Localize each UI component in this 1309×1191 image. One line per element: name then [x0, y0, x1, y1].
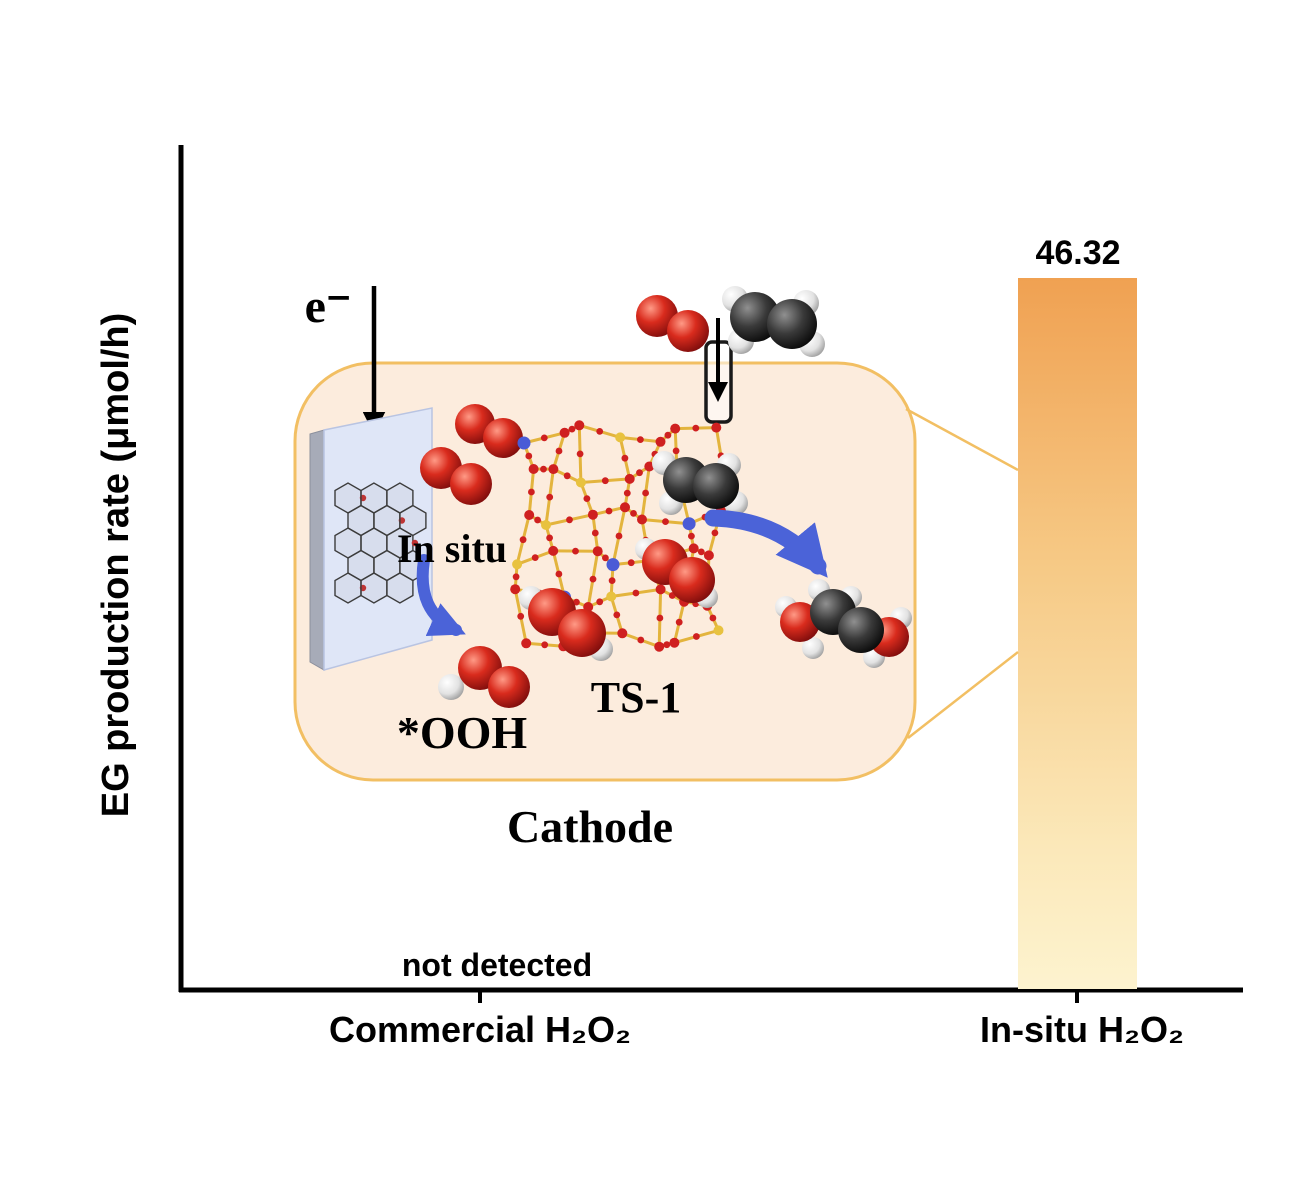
cathode-label: Cathode [507, 801, 673, 852]
electron-label: e⁻ [305, 280, 352, 333]
o2-molecule-b [420, 447, 492, 505]
in-situ-label: In situ [397, 526, 507, 571]
o2-molecule-top [636, 295, 709, 352]
h2o2-molecule-left [519, 586, 613, 661]
bar-value-label: 46.32 [1035, 234, 1120, 272]
x-label-commercial: Commercial H₂O₂ [329, 1009, 631, 1050]
bar-insitu-h2o2 [1018, 278, 1137, 989]
h2o2-molecule-right [635, 538, 718, 608]
ethylene-molecule-top [722, 286, 825, 357]
feed-tube-icon [704, 318, 733, 424]
ethylene-molecule-mid [652, 451, 748, 515]
o2-molecule-a [455, 404, 523, 458]
product-arrow [704, 509, 828, 578]
graphene-lattice-icon [334, 482, 427, 604]
callout-line-bottom [907, 651, 1019, 739]
not-detected-label: not detected [402, 947, 592, 983]
x-label-insitu: In-situ H₂O₂ [980, 1009, 1184, 1050]
y-axis-label: EG production rate (μmol/h) [95, 313, 137, 818]
ooh-molecule [438, 646, 530, 708]
cathode-electrode [309, 407, 433, 671]
ooh-label: *OOH [397, 707, 528, 758]
callout-line-top [905, 407, 1019, 472]
ethylene-glycol-molecule [775, 579, 912, 668]
ts1-label: TS-1 [591, 673, 681, 722]
in-situ-arrow [416, 554, 466, 637]
